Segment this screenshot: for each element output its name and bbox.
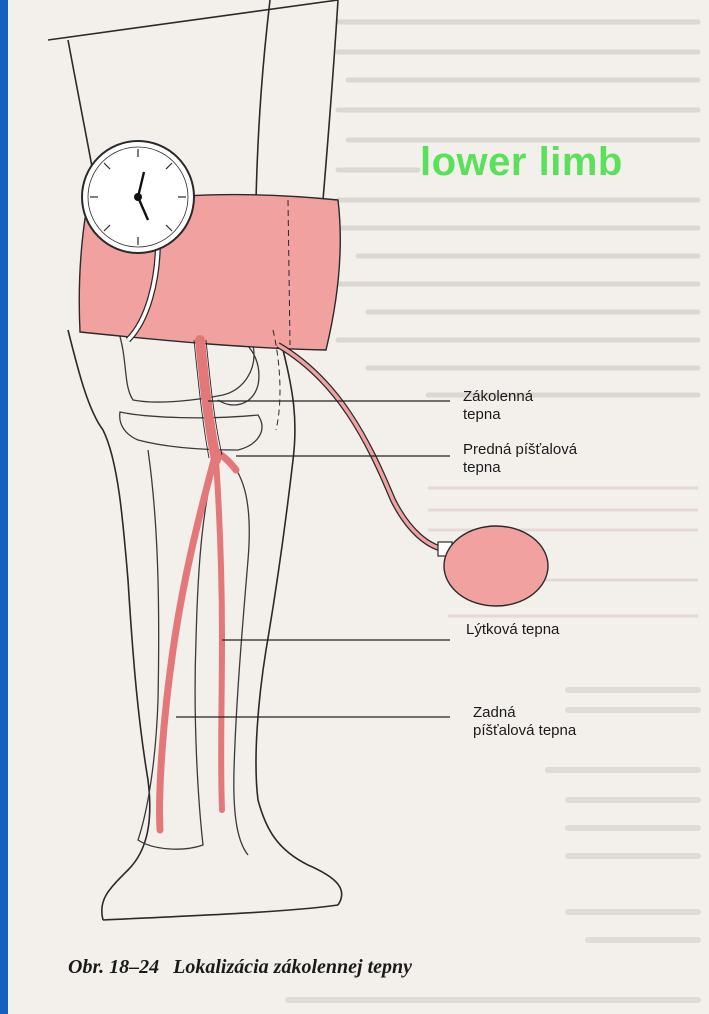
label-line: Zákolenná [463,388,533,406]
leg-outline [48,0,342,920]
book-page: Zákolenná tepna Predná píšťalová tepna L… [8,0,709,1014]
label-line: tepna [463,406,533,424]
inflation-bulb [444,526,548,606]
figure-number: Obr. 18–24 [68,956,159,978]
label-popliteal-artery: Zákolenná tepna [463,388,533,424]
label-line: píšťalová tepna [473,722,576,740]
pressure-tubing [278,345,448,550]
pressure-gauge [82,141,194,253]
overlay-title: lower limb [420,140,623,185]
label-posterior-tibial-artery: Zadná píšťalová tepna [473,704,576,740]
figure-caption: Obr. 18–24 Lokalizácia zákolennej tepny [68,956,412,979]
knee-bones [118,330,262,855]
label-line: tepna [463,459,577,477]
label-line: Predná píšťalová [463,441,577,459]
label-line: Zadná [473,704,576,722]
label-line: Lýtková tepna [466,621,559,639]
label-peroneal-artery: Lýtková tepna [466,621,559,639]
figure-caption-text: Lokalizácia zákolennej tepny [173,956,412,978]
label-anterior-tibial-artery: Predná píšťalová tepna [463,441,577,477]
